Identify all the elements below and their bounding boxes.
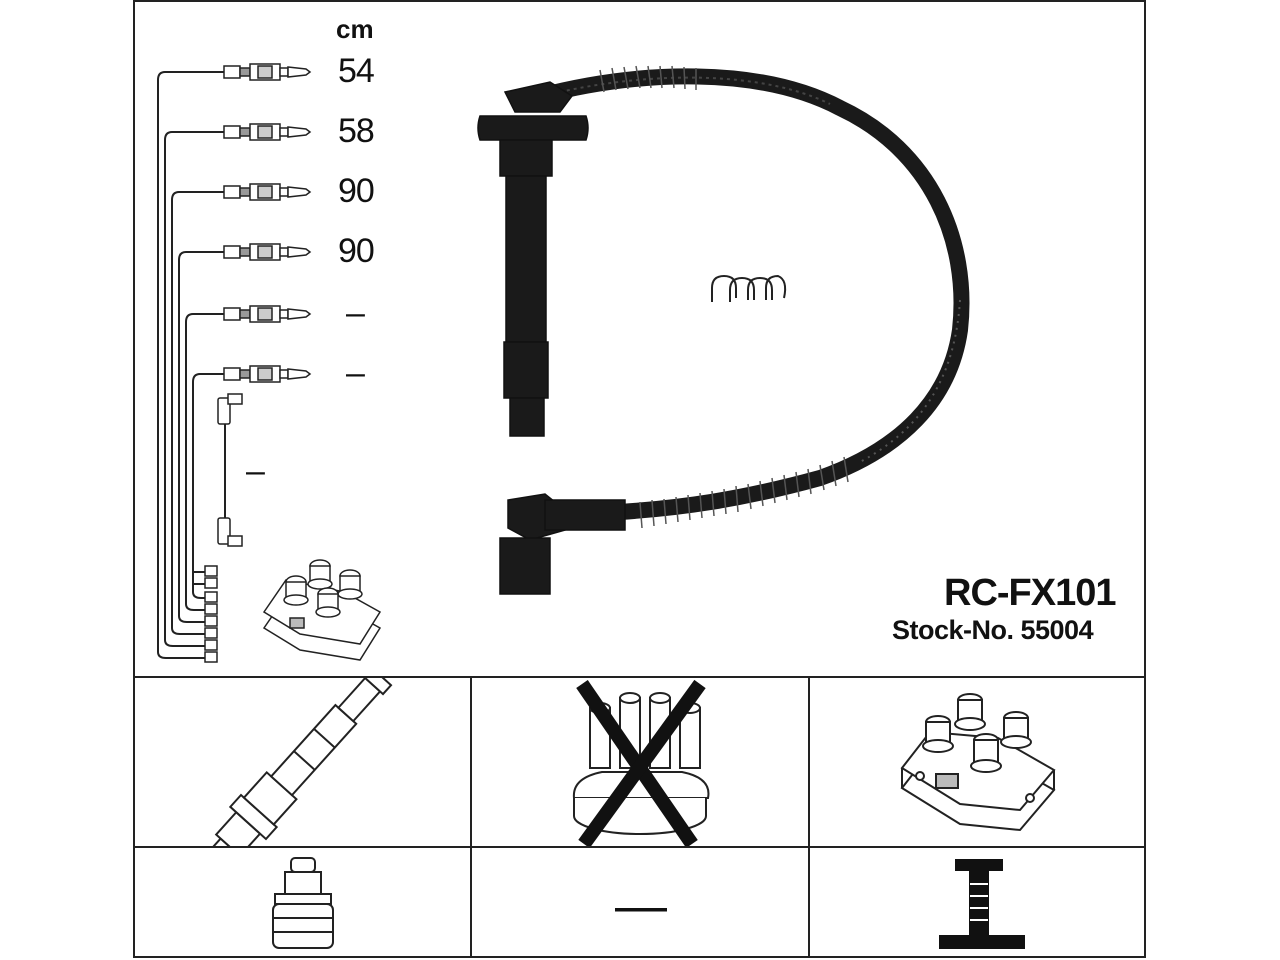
- small-coil-pack: [262, 559, 382, 661]
- lead-length-4: 90: [338, 232, 375, 270]
- lead-path-6: [192, 373, 225, 599]
- unit-label: cm: [336, 14, 374, 44]
- stock-number: Stock-No. 55004: [892, 615, 1094, 645]
- ignition-lead-illustration: [477, 65, 970, 595]
- lead-length-6: –: [346, 354, 365, 392]
- cable-body: [532, 68, 970, 524]
- distributor-connector-value: —: [615, 877, 667, 935]
- coil-connector-icon: [939, 859, 1025, 949]
- lead-path-3: [171, 191, 225, 635]
- lead-path-4: [178, 251, 225, 623]
- distributor-cap-icon: [572, 679, 710, 846]
- divider-middle: [133, 846, 1146, 848]
- product-code: RC-FX101: [944, 572, 1116, 614]
- coil-boot: [499, 493, 626, 595]
- lead-length-5: –: [346, 294, 365, 332]
- ignition-coil-icon: [900, 693, 1056, 832]
- coil-lead-length: –: [246, 452, 265, 490]
- plug-connector-icon: [272, 857, 334, 949]
- lead-length-3: 90: [338, 172, 375, 210]
- lead-length-2: 58: [338, 112, 375, 150]
- divider-top: [133, 676, 1146, 678]
- spark-plug-icon: [208, 678, 393, 846]
- lead-set-schematic: [157, 63, 382, 663]
- not-applicable-cross: [576, 679, 706, 846]
- lead-path-2: [164, 131, 225, 647]
- lead-connectors: [223, 63, 312, 383]
- clip-icon: [711, 274, 787, 302]
- lead-length-1: 54: [338, 52, 375, 90]
- divider-col-1: [470, 676, 472, 958]
- coil-terminal-block: [204, 565, 218, 663]
- coil-short-lead: [217, 393, 243, 547]
- lead-path-5: [185, 313, 225, 611]
- spark-plug-boot: [477, 81, 589, 437]
- divider-col-2: [808, 676, 810, 958]
- lead-path-1: [157, 71, 225, 659]
